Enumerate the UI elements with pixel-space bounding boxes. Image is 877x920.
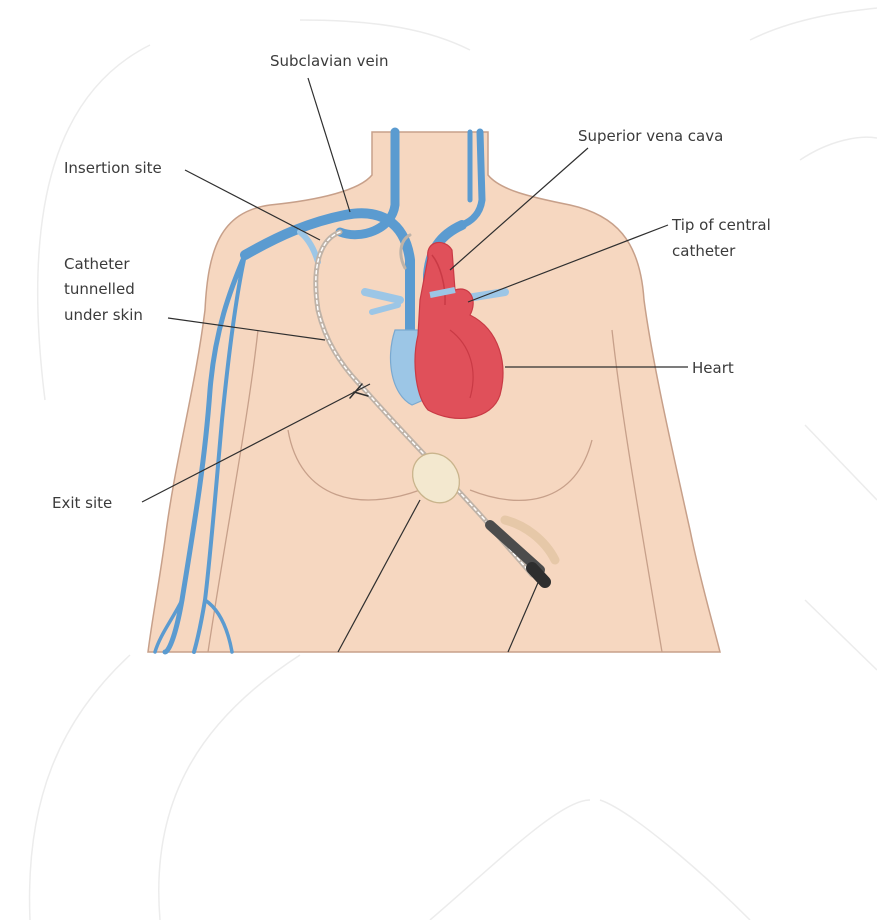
- label-exit-site: Exit site: [52, 494, 112, 512]
- label-tip-line1: Tip of central: [671, 216, 771, 234]
- label-tip-line2: catheter: [672, 242, 736, 260]
- label-catheter-line2: tunnelled: [64, 280, 135, 298]
- label-superior-vena-cava: Superior vena cava: [578, 127, 723, 145]
- label-subclavian-vein: Subclavian vein: [270, 52, 388, 70]
- label-catheter-line1: Catheter: [64, 255, 130, 273]
- label-insertion-site: Insertion site: [64, 159, 162, 177]
- label-heart: Heart: [692, 359, 734, 377]
- label-catheter-line3: under skin: [64, 306, 143, 324]
